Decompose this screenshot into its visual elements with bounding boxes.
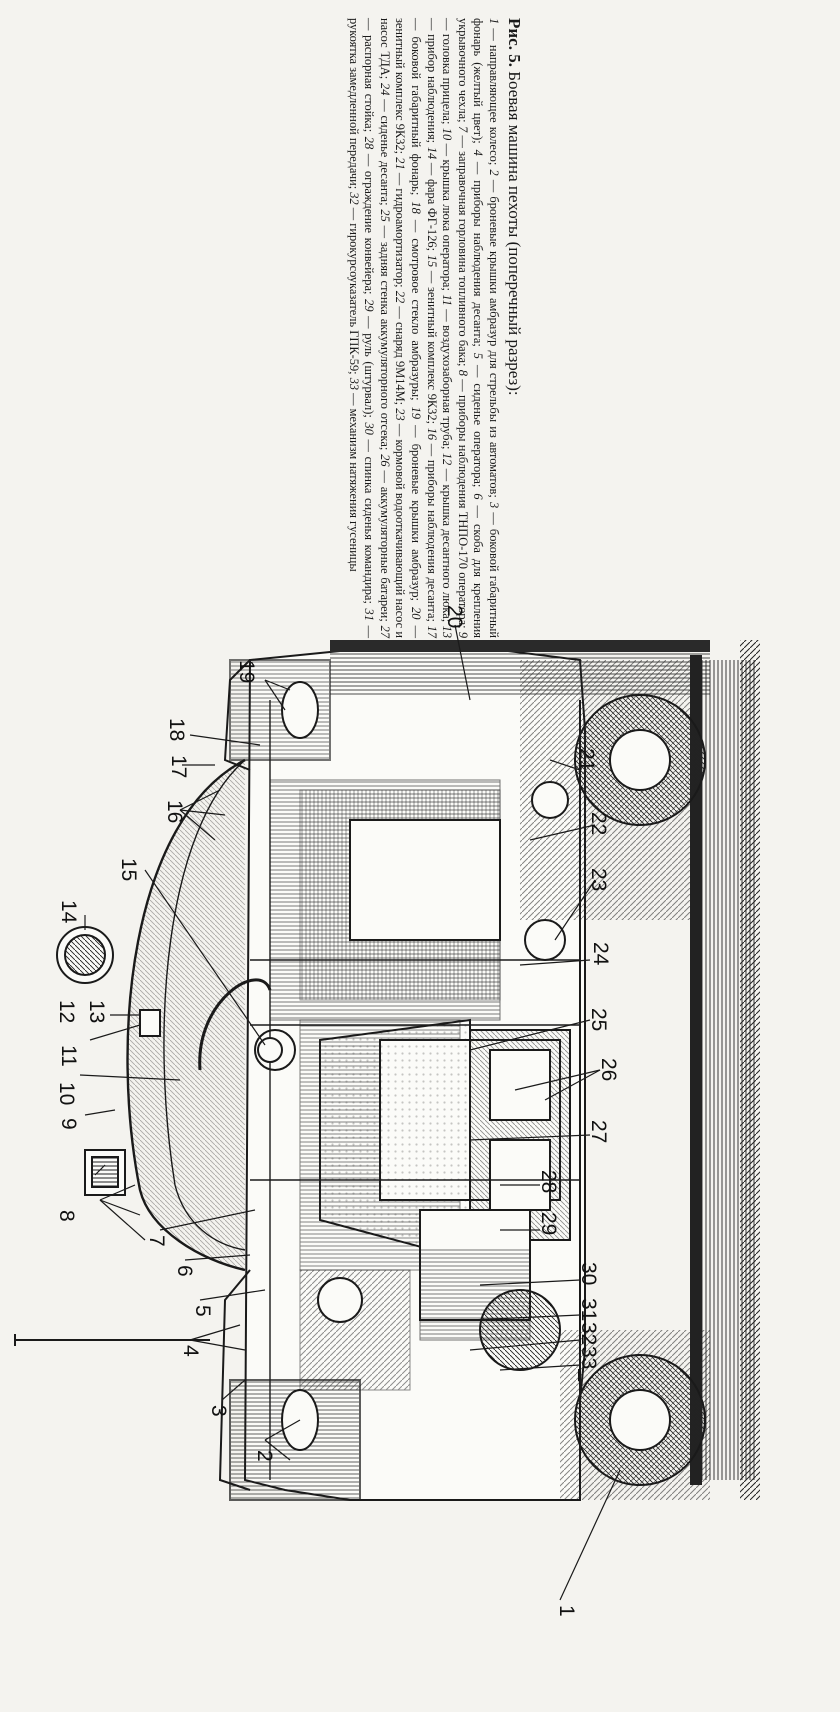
callout-25: 25 (587, 1008, 610, 1031)
callout-32: 32 (577, 1322, 600, 1345)
callout-24: 24 (589, 942, 612, 966)
callout-23: 23 (587, 868, 610, 891)
callout-5: 5 (191, 1305, 214, 1317)
callout-28: 28 (537, 1170, 560, 1193)
callout-13: 13 (85, 1000, 108, 1023)
callout-16: 16 (163, 800, 186, 823)
callout-8: 8 (55, 1210, 78, 1222)
internal-equipment (250, 700, 581, 1480)
callout-9: 9 (57, 1118, 80, 1130)
callout-31: 31 (577, 1298, 600, 1321)
turret-fittings (14, 926, 283, 1346)
callout-7: 7 (145, 1235, 168, 1247)
leader-lines (79, 624, 621, 1601)
callout-4: 4 (179, 1345, 202, 1357)
callout-10: 10 (55, 1082, 78, 1105)
callout-12: 12 (55, 1000, 78, 1023)
callout-15: 15 (117, 858, 140, 881)
callout-2: 2 (253, 1450, 276, 1462)
callout-22: 22 (587, 812, 610, 835)
callout-18: 18 (165, 718, 188, 741)
callout-29: 29 (537, 1212, 560, 1235)
left-hull-side (229, 659, 361, 1501)
callout-labels: 1 2 3 4 5 6 7 8 9 10 11 12 13 14 15 16 1… (55, 605, 620, 1617)
callout-21: 21 (575, 748, 598, 771)
callout-11: 11 (57, 1045, 80, 1067)
callout-17: 17 (167, 755, 190, 778)
callout-3: 3 (207, 1405, 230, 1417)
callout-20: 20 (443, 605, 466, 628)
callout-30: 30 (577, 1262, 600, 1285)
callout-19: 19 (235, 660, 258, 683)
callout-6: 6 (173, 1265, 196, 1277)
callout-27: 27 (587, 1120, 610, 1143)
callout-1: 1 (555, 1605, 578, 1617)
callout-33: 33_ (577, 1346, 600, 1381)
callout-26: 26 (597, 1058, 620, 1081)
callout-14: 14 (57, 900, 80, 924)
